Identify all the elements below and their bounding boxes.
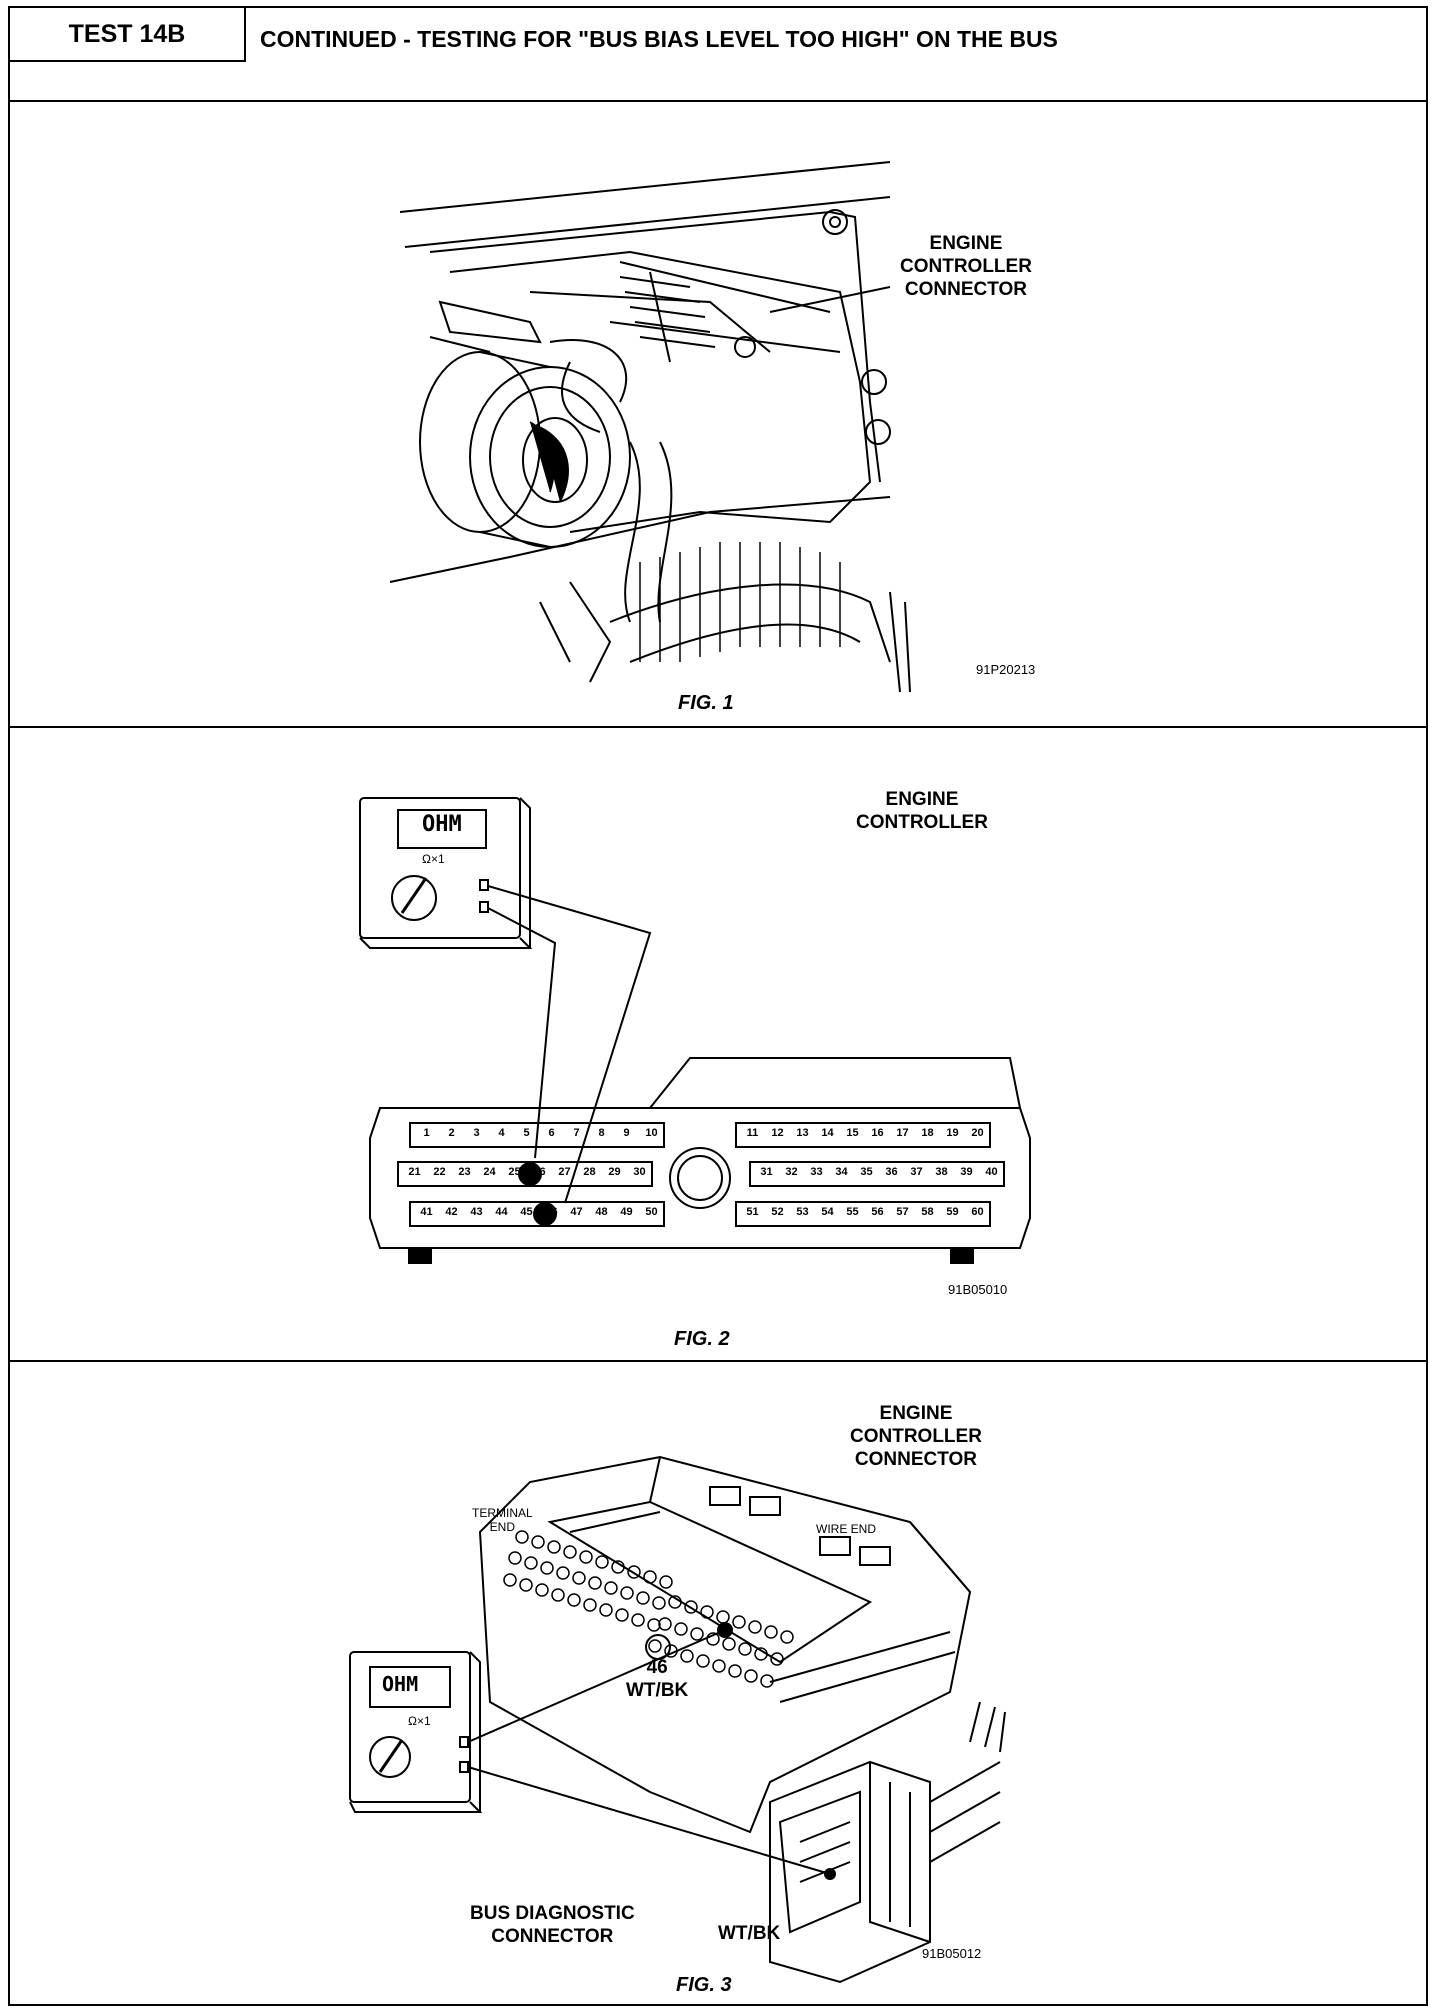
pin-row-2-right: 31 32 33 34 35 36 37 38 39 40	[760, 1166, 998, 1178]
terminal-cavity	[524, 1556, 538, 1570]
terminal-cavity	[531, 1535, 545, 1549]
terminal-cavity	[770, 1652, 784, 1666]
terminal-cavity	[604, 1581, 618, 1595]
pin-row-3-left: 41 42 43 44 45 46 47 48 49 50	[420, 1206, 658, 1218]
header: TEST 14B CONTINUED - TESTING FOR "BUS BI…	[10, 8, 1426, 102]
terminal-cavity	[696, 1654, 710, 1668]
figure-code: 91P20213	[976, 662, 1036, 677]
wire-end-label: WIRE END	[816, 1522, 876, 1536]
terminal-cavity	[563, 1545, 577, 1559]
engine-controller-connector-label: ENGINE CONTROLLER CONNECTOR	[900, 233, 1032, 300]
pin-row-3-right: 51 52 53 54 55 56 57 58 59 60	[746, 1206, 984, 1218]
test-id: TEST 14B	[10, 8, 246, 62]
terminal-cavity	[647, 1618, 661, 1632]
terminal-cavity	[588, 1576, 602, 1590]
document-page: TEST 14B CONTINUED - TESTING FOR "BUS BI…	[8, 6, 1428, 2006]
figure-caption: FIG. 1	[678, 692, 734, 714]
engine-controller-illustration	[389, 161, 911, 693]
terminal-cavity	[648, 1639, 662, 1653]
terminal-cavity	[636, 1591, 650, 1605]
terminal-cavity	[508, 1551, 522, 1565]
terminal-cavity	[540, 1561, 554, 1575]
pin-row-2-left: 21 22 23 24 25 26 27 28 29 30	[408, 1166, 646, 1178]
bus-diagnostic-connector-label: BUS DIAGNOSTIC CONNECTOR	[470, 1903, 635, 1947]
terminal-cavity	[748, 1620, 762, 1634]
terminal-cavity	[780, 1630, 794, 1644]
terminal-cavity	[664, 1644, 678, 1658]
terminal-cavity	[722, 1637, 736, 1651]
terminal-cavity	[503, 1573, 517, 1587]
terminal-cavity	[579, 1550, 593, 1564]
terminal-cavity	[567, 1593, 581, 1607]
terminal-end-label: TERMINAL END	[472, 1506, 533, 1534]
terminal-cavity	[583, 1598, 597, 1612]
bus-wire-label: WT/BK	[718, 1923, 781, 1944]
terminal-cavity	[744, 1669, 758, 1683]
terminal-cavity	[732, 1615, 746, 1629]
terminal-cavity	[556, 1566, 570, 1580]
terminal-cavity	[620, 1586, 634, 1600]
ohmmeter-connector-diagram	[349, 1455, 1006, 1984]
terminal-cavity	[728, 1664, 742, 1678]
terminal-cavity	[627, 1565, 641, 1579]
engine-controller-connector-label: ENGINE CONTROLLER CONNECTOR	[850, 1403, 982, 1470]
terminal-cavity	[754, 1647, 768, 1661]
terminal-cavity	[599, 1603, 613, 1617]
terminal-cavity	[595, 1555, 609, 1569]
terminal-cavity	[668, 1595, 682, 1609]
terminal-cavity	[760, 1674, 774, 1688]
terminal-cavity	[547, 1540, 561, 1554]
pin-row-1-left: 1 2 3 4 5 6 7 8 9 10	[423, 1127, 658, 1139]
terminal-cavity	[658, 1617, 672, 1631]
terminal-cavity	[690, 1627, 704, 1641]
terminal-cavity	[515, 1530, 529, 1544]
figure-caption: FIG. 2	[674, 1328, 730, 1350]
meter-display: OHM	[422, 812, 462, 837]
terminal-cavity	[551, 1588, 565, 1602]
terminal-cavity	[674, 1622, 688, 1636]
terminal-cavity	[519, 1578, 533, 1592]
figure-3-panel: OHM Ω×1 ENGINE CONTROLLER CONNECTOR TERM…	[10, 1362, 1426, 2004]
terminal-cavity	[631, 1613, 645, 1627]
terminal-cavity	[535, 1583, 549, 1597]
meter-range: Ω×1	[422, 852, 445, 866]
terminal-cavity	[659, 1575, 673, 1589]
terminal-cavity	[700, 1605, 714, 1619]
pin-row-1-right: 11 12 13 14 15 16 17 18 19 20	[746, 1127, 984, 1139]
terminal-cavity	[712, 1659, 726, 1673]
page-title: CONTINUED - TESTING FOR "BUS BIAS LEVEL …	[260, 26, 1058, 52]
terminal-cavity	[611, 1560, 625, 1574]
figure-code: 91B05012	[922, 1946, 982, 1961]
engine-controller-label: ENGINE CONTROLLER	[856, 789, 988, 833]
terminal-cavity	[615, 1608, 629, 1622]
meter-range: Ω×1	[408, 1714, 431, 1728]
meter-display: OHM	[382, 1672, 419, 1696]
terminal-cavity	[684, 1600, 698, 1614]
terminal-cavity	[680, 1649, 694, 1663]
terminal-cavity	[652, 1596, 666, 1610]
figure-2-panel: OHM Ω×1 1 2 3 4 5 6 7 8 9 10 11 12 13 14…	[10, 728, 1426, 1362]
terminal-cavity	[738, 1642, 752, 1656]
figure-code: 91B05010	[948, 1282, 1008, 1297]
figure-caption: FIG. 3	[676, 1974, 732, 1996]
terminal-cavity	[764, 1625, 778, 1639]
terminal-cavity	[706, 1632, 720, 1646]
ohmmeter-controller-diagram	[359, 797, 1031, 1264]
terminal-cavity	[572, 1571, 586, 1585]
terminal-cavity	[716, 1610, 730, 1624]
terminal-cavity	[643, 1570, 657, 1584]
figure-1-panel: ENGINE CONTROLLER CONNECTOR 91P20213 FIG…	[10, 102, 1426, 728]
pin-46-label: 46 WT/BK	[626, 1657, 689, 1701]
